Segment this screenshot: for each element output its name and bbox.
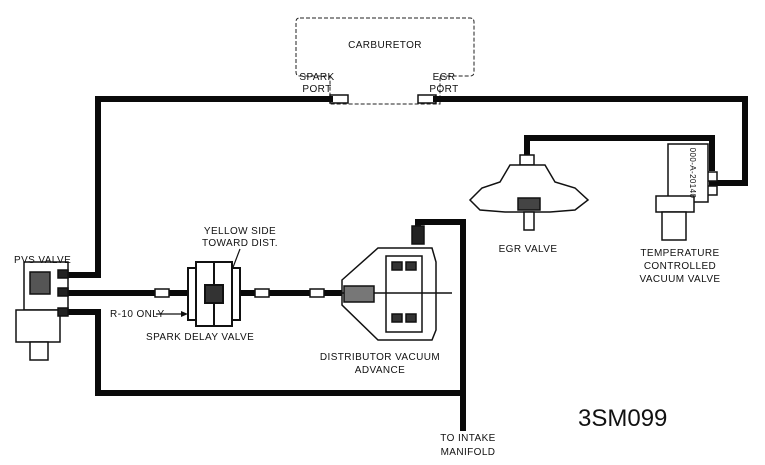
pvs-valve-label: PVS VALVE [14,255,71,266]
hose-spark-port-to-pvs [67,96,333,278]
egr-port-label-1: EGR [433,72,456,83]
tvs-body-text: 000-A-20140 [688,148,697,199]
spark-delay-valve [187,261,241,327]
egr-port-label-2: PORT [429,84,458,95]
carburetor: CARBURETOR [295,17,475,105]
temperature-controlled-vacuum-valve [655,143,709,241]
hose-egr-valve-to-tvs [524,135,715,171]
intake-manifold-label-2: MANIFOLD [441,447,496,458]
temp-valve-label-3: VACUUM VALVE [640,274,721,285]
spark-port-label-2: PORT [302,84,331,95]
hose-pvs-to-manifold [65,309,466,396]
intake-manifold-label-1: TO INTAKE [440,433,495,444]
egr-valve [468,164,590,231]
yellow-side-label-2: TOWARD DIST. [202,238,278,249]
hose-distributor-to-manifold [415,219,466,431]
egr-valve-label: EGR VALVE [499,244,558,255]
r10-only-arrowhead [181,311,188,317]
r10-only-label: R-10 ONLY [110,309,165,320]
temp-valve-label-2: CONTROLLED [644,261,716,272]
figure-code: 3SM099 [578,405,667,432]
spark-delay-valve-label: SPARK DELAY VALVE [146,332,254,343]
temp-valve-label-1: TEMPERATURE [640,248,719,259]
pvs-valve [15,261,69,361]
distributor-label-2: ADVANCE [355,365,405,376]
distributor-label-1: DISTRIBUTOR VACUUM [320,352,440,363]
hose-egr-port-to-tvs [433,96,748,186]
yellow-side-pointer [231,248,241,271]
carburetor-label: CARBURETOR [348,40,422,51]
distributor-vacuum-advance [340,225,452,341]
yellow-side-label-1: YELLOW SIDE [204,226,276,237]
hose-fittings [154,154,718,298]
spark-port-label-1: SPARK [299,72,334,83]
